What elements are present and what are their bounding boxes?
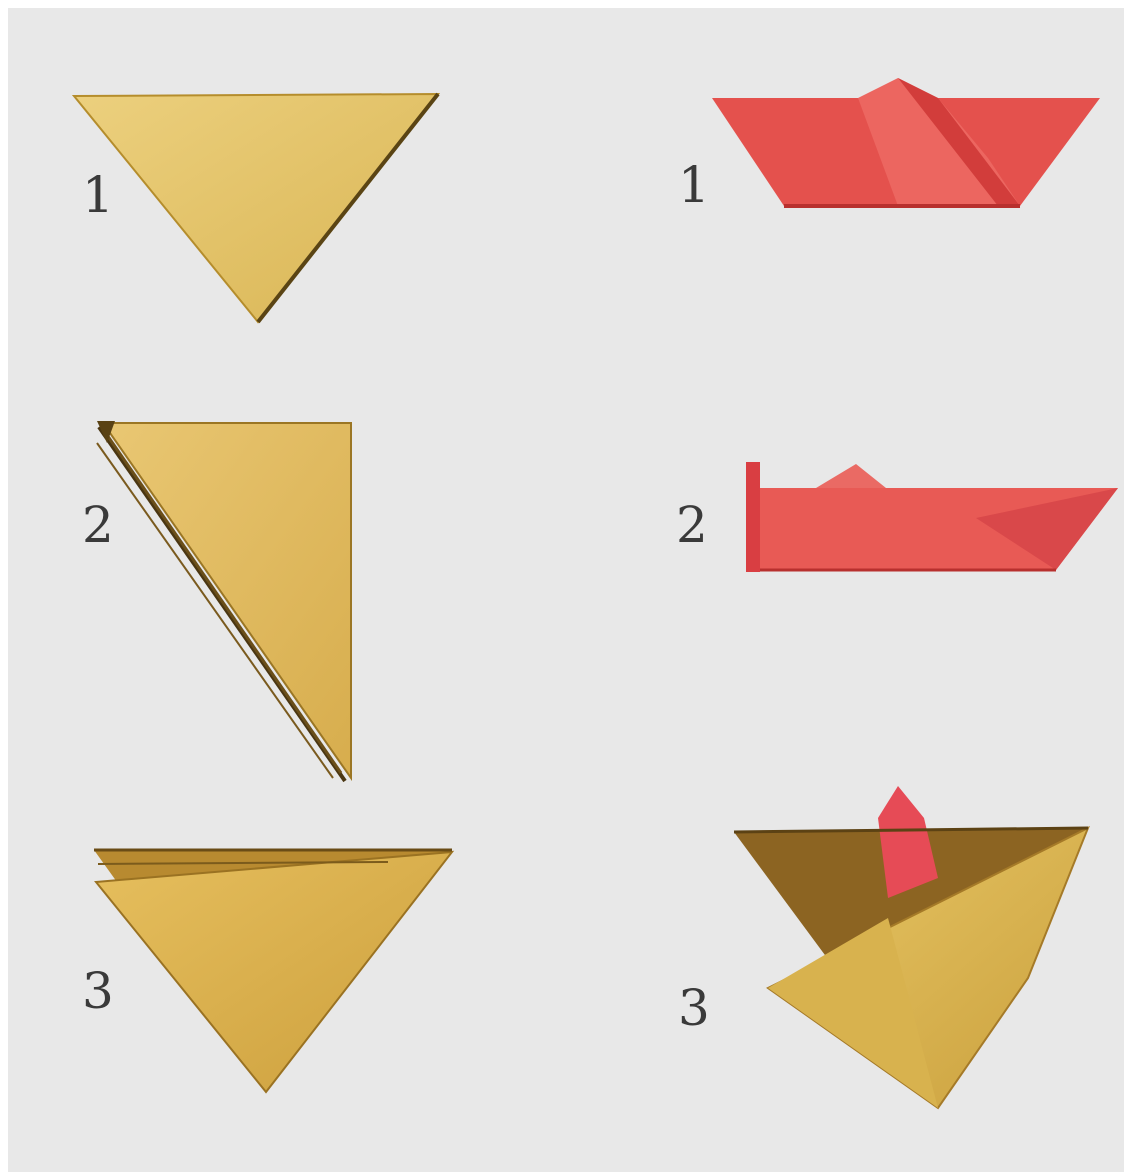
left-step-2-folded-triangle — [93, 413, 373, 793]
left-step-1-triangle-fold — [68, 86, 448, 336]
right-step-3-number: 3 — [678, 983, 710, 1033]
right-step-1-paper-boat — [708, 78, 1108, 218]
left-step-3-opened-pocket — [88, 838, 468, 1098]
right-step-1-number: 1 — [678, 160, 710, 210]
instruction-sheet: 1 2 3 — [8, 8, 1124, 1172]
right-step-3-napkin-with-boat — [728, 778, 1108, 1118]
right-step-2-number: 2 — [676, 500, 708, 550]
right-step-2-boat-flattened — [746, 458, 1126, 578]
